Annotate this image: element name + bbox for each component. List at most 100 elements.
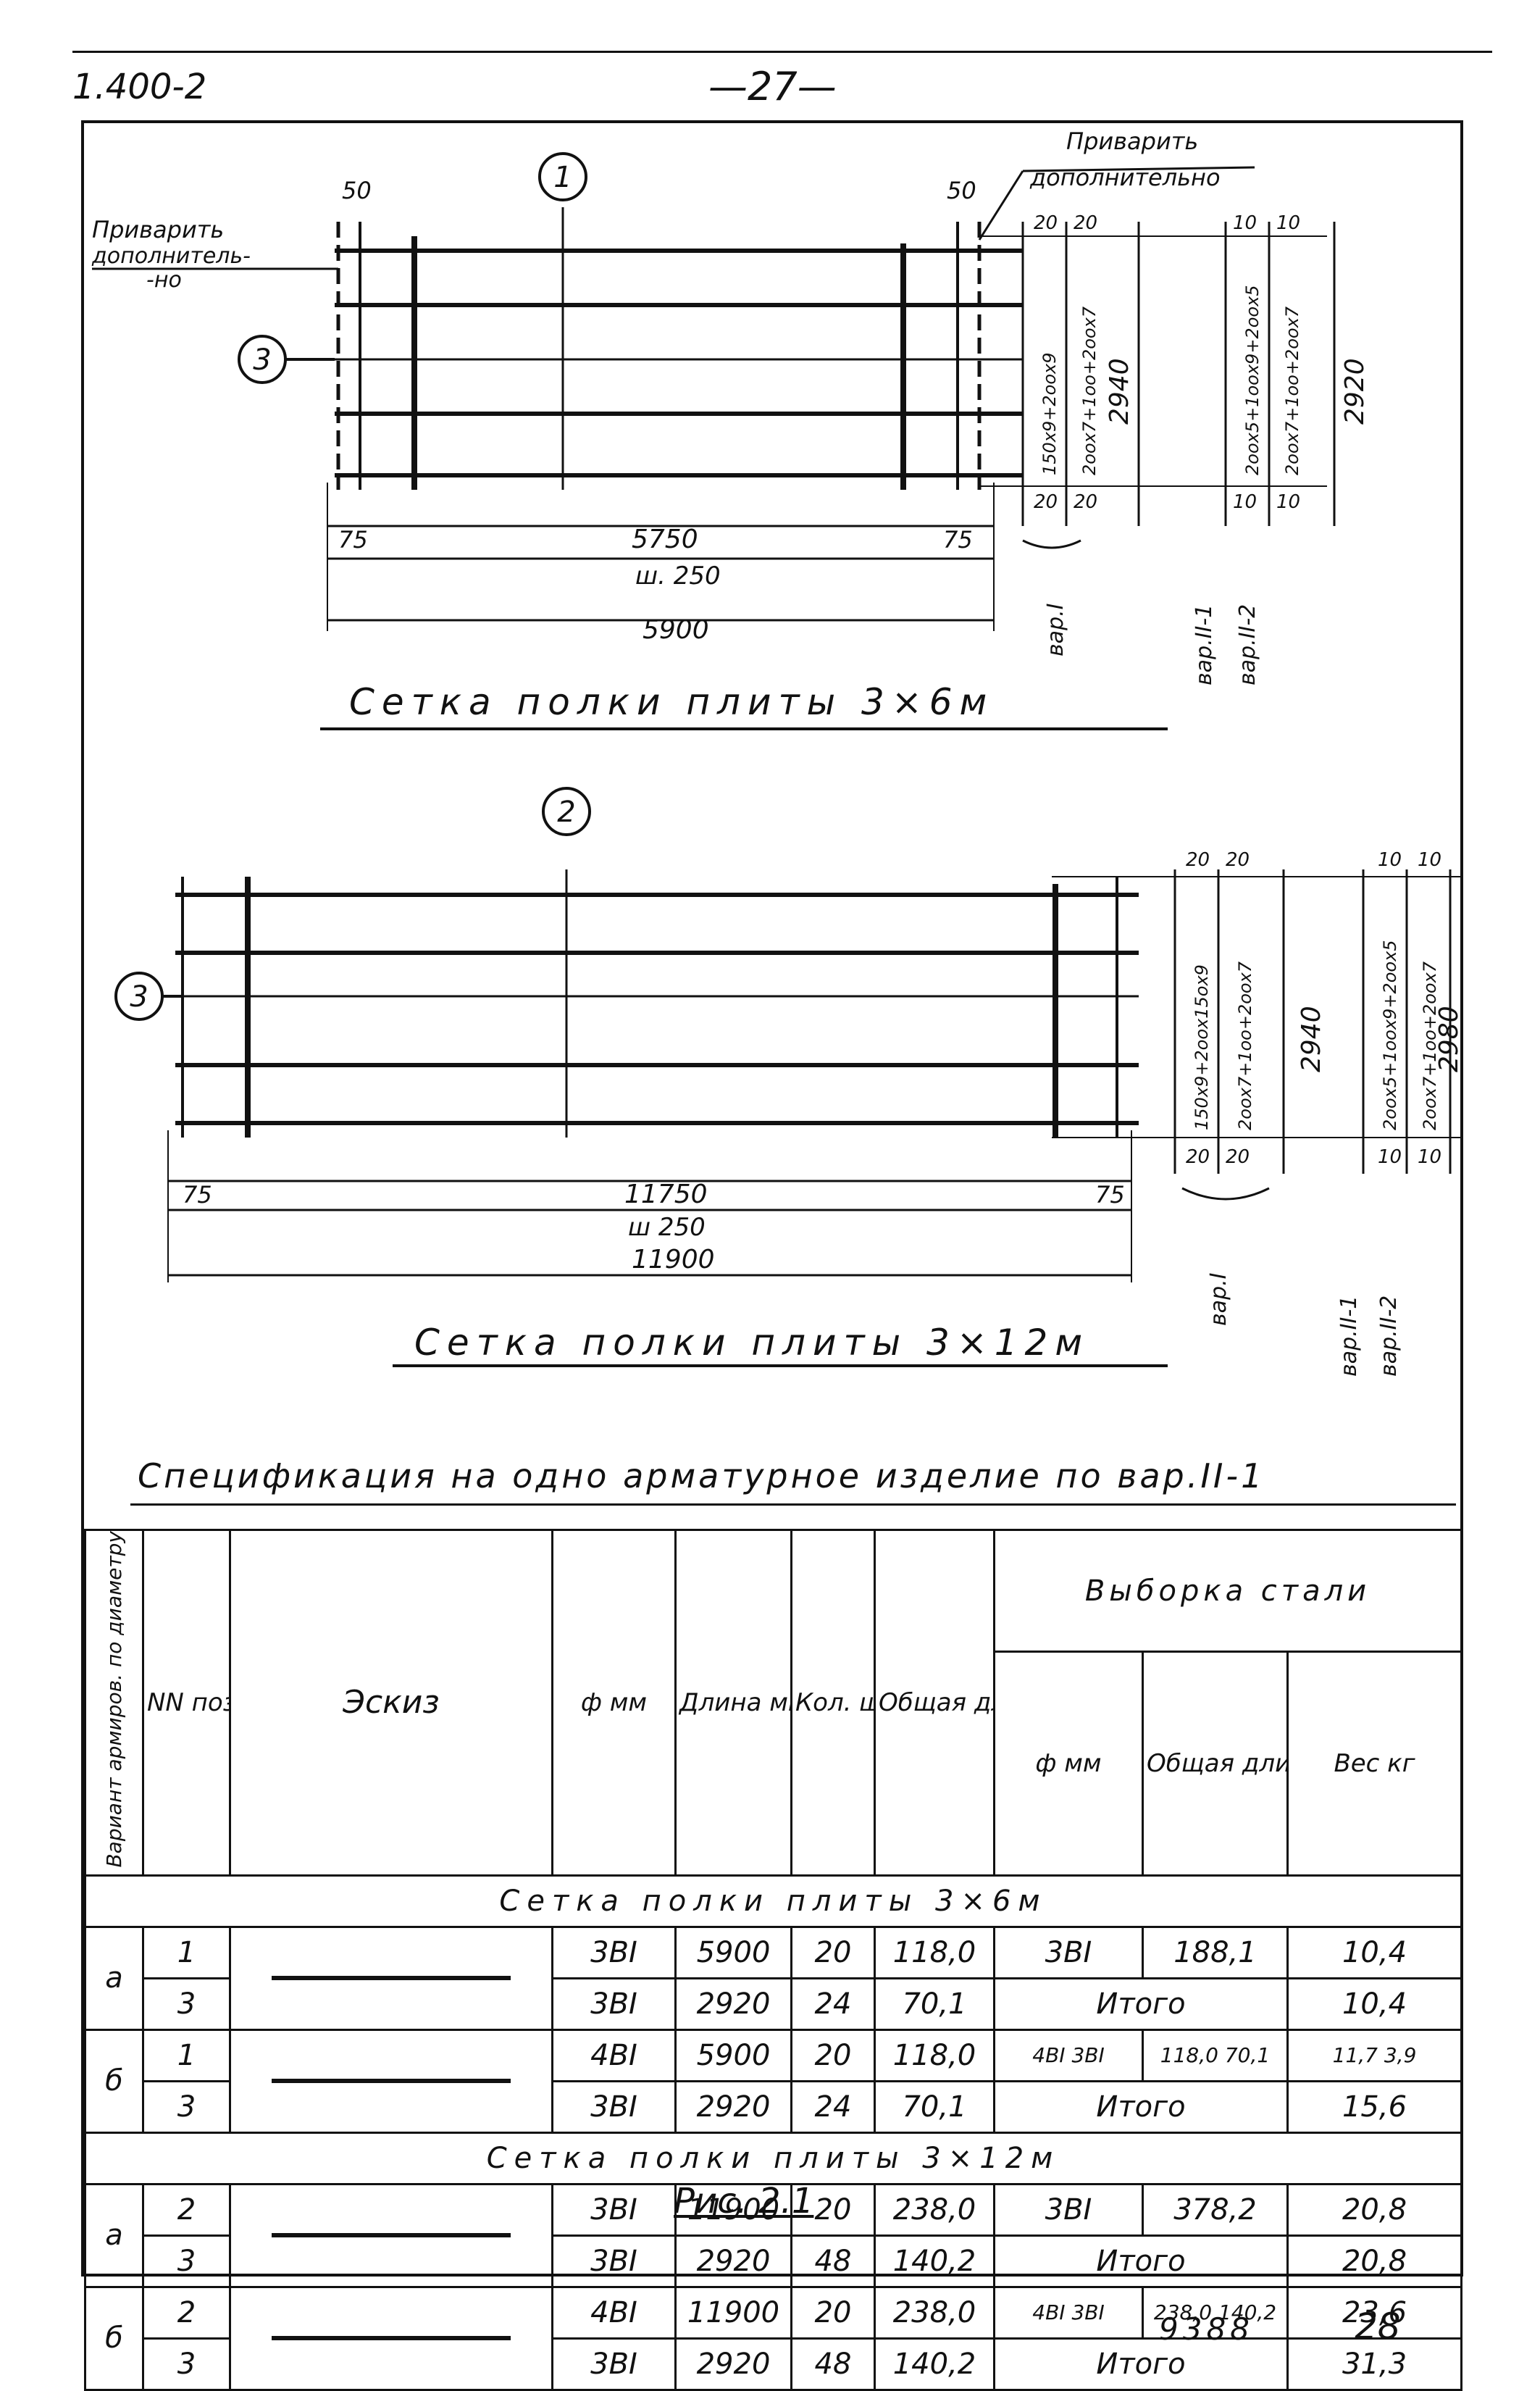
var2-label-3: вар.II-2	[1376, 1295, 1402, 1377]
weight-cell: 20,8	[1286, 2234, 1463, 2288]
weld-note-left-3: -но	[146, 267, 182, 293]
steel-length-cell: 238,0 140,2	[1142, 2285, 1289, 2340]
steel-diameter-cell: 3ВI	[993, 1925, 1144, 1979]
variant-cell: б	[84, 2285, 144, 2391]
spec-table: Вариант армиров. по диаметру NN поз. Эск…	[83, 1528, 1463, 2391]
pos-cell: 2	[142, 2182, 231, 2237]
count-cell: 20	[790, 2182, 876, 2237]
dim2-step: ш 250	[628, 1213, 706, 1242]
header-steel-sample: Выборка стали	[992, 1528, 1463, 1653]
section-title: Сетка полки плиты 3×12м	[83, 2131, 1463, 2185]
v1-offset-bottom-b-2: 20	[1226, 1146, 1250, 1168]
itogo-cell: Итого	[993, 2234, 1289, 2288]
header-variant: Вариант армиров. по диаметру	[84, 1529, 144, 1877]
spec-title-underline	[130, 1503, 1456, 1506]
weight-cell: 23,6	[1286, 2285, 1463, 2340]
weld-note-right-2: дополнительно	[1029, 164, 1221, 191]
diameter-cell: 3ВI	[551, 2182, 677, 2237]
var2-label-1: вар.I	[1206, 1272, 1231, 1326]
section-title: Сетка полки плиты 3×6м	[83, 1874, 1463, 1928]
spec-title: Спецификация на одно арматурное изделие …	[138, 1456, 1265, 1495]
v1-pitch-b: 2оох7+1оо+2оох7	[1079, 306, 1100, 475]
steel-length-cell: 378,2	[1142, 2182, 1289, 2237]
total-cell: 70,1	[874, 1977, 995, 2031]
v2-pitch-b: 2оох7+1оо+2оох7	[1282, 306, 1302, 475]
v2-offset-top-b-2: 10	[1418, 849, 1441, 871]
position-2-label: 2	[557, 796, 575, 829]
variant-cell: а	[84, 1925, 144, 2031]
pos-cell: 3	[142, 2079, 231, 2134]
header-steel-length: Общая длина м	[1142, 1651, 1289, 1877]
v2-pitch-a-2: 2оох5+1оох9+2оох5	[1380, 940, 1400, 1130]
pos-cell: 1	[142, 2028, 231, 2082]
v2-offset-bottom-b-2: 10	[1418, 1146, 1441, 1168]
dim-total: 5900	[643, 615, 709, 645]
weight-cell: 15,6	[1286, 2079, 1463, 2134]
v2-pitch-a: 2оох5+1оох9+2оох5	[1242, 285, 1263, 475]
length-cell: 5900	[674, 2028, 792, 2082]
total-cell: 238,0	[874, 2182, 995, 2237]
length-cell: 2920	[674, 2234, 792, 2288]
header-steel-diameter: ф мм	[993, 1651, 1144, 1877]
pos-cell: 3	[142, 2337, 231, 2391]
sketch-cell	[229, 1925, 553, 2031]
top-dim-left: 50	[342, 177, 372, 204]
v1-offset-bottom-a: 20	[1034, 491, 1058, 513]
header-diameter: ф мм	[551, 1529, 677, 1877]
v1-offset-top-a-2: 20	[1186, 849, 1210, 871]
bar-sketch	[272, 2233, 511, 2238]
length-cell: 2920	[674, 1977, 792, 2031]
v1-pitch-a-2: 150х9+2оох15ох9	[1192, 964, 1212, 1130]
position-3-label-2: 3	[130, 980, 148, 1014]
v2-offset-bottom-a-2: 10	[1378, 1146, 1402, 1168]
v2-offset-top-b: 10	[1276, 212, 1300, 234]
v1-total-2: 2940	[1297, 1006, 1326, 1072]
header-sketch: Эскиз	[229, 1529, 553, 1877]
drawing-mesh-3x12: 2 3 75 11750 ш 250 75 11900 20 20 20 20 …	[114, 787, 1463, 1377]
sketch-cell	[229, 2028, 553, 2134]
v1-total: 2940	[1105, 358, 1134, 425]
caption-mesh-3x12: Сетка полки плиты 3×12м	[414, 1322, 1089, 1364]
diameter-cell: 3ВI	[551, 1925, 677, 1979]
header-steel-weight: Вес кг	[1286, 1651, 1463, 1877]
diameter-cell: 3ВI	[551, 2337, 677, 2391]
pos-cell: 3	[142, 2234, 231, 2288]
pos-cell: 3	[142, 1977, 231, 2031]
dim2-overhang-left: 75	[183, 1181, 212, 1209]
dim-step: ш. 250	[635, 562, 721, 591]
dim-overhang-right: 75	[943, 526, 973, 554]
weight-cell: 11,7 3,9	[1286, 2028, 1463, 2082]
total-cell: 118,0	[874, 2028, 995, 2082]
weight-cell: 10,4	[1286, 1925, 1463, 1979]
variant-cell: б	[84, 2028, 144, 2134]
v1-offset-top-b: 20	[1074, 212, 1097, 234]
count-cell: 48	[790, 2234, 876, 2288]
inventory-number: 9388	[1159, 2311, 1254, 2347]
drawing-mesh-3x6: 1 3 50 50 Приварить дополнитель- -но При…	[91, 128, 1370, 730]
diameter-cell: 4ВI	[551, 2028, 677, 2082]
steel-diameter-cell: 3ВI	[993, 2182, 1144, 2237]
steel-diameter-cell: 4ВI 3ВI	[993, 2285, 1144, 2340]
v2-offset-bottom-a: 10	[1233, 491, 1257, 513]
v2-offset-bottom-b: 10	[1276, 491, 1300, 513]
dim-overhang-left: 75	[338, 526, 368, 554]
count-cell: 20	[790, 2285, 876, 2340]
variant-cell: а	[84, 2182, 144, 2288]
diameter-cell: 3ВI	[551, 2079, 677, 2134]
v1-offset-bottom-a-2: 20	[1186, 1146, 1210, 1168]
var-label-2: вар.II-1	[1192, 604, 1217, 685]
page-number: —27—	[708, 64, 837, 109]
footer-page-number: 28	[1355, 2306, 1401, 2348]
v2-offset-top-a: 10	[1233, 212, 1257, 234]
count-cell: 20	[790, 1925, 876, 1979]
var-label-3: вар.II-2	[1235, 604, 1260, 685]
v2-total-2: 2980	[1434, 1006, 1463, 1072]
v1-pitch-b-2: 2оох7+1оо+2оох7	[1235, 961, 1255, 1130]
top-rule	[72, 51, 1492, 53]
total-cell: 118,0	[874, 1925, 995, 1979]
steel-diameter-cell: 4ВI 3ВI	[993, 2028, 1144, 2082]
position-1-label: 1	[553, 161, 572, 194]
total-cell: 70,1	[874, 2079, 995, 2134]
weight-cell: 20,8	[1286, 2182, 1463, 2237]
header-pos: NN поз.	[142, 1529, 231, 1877]
